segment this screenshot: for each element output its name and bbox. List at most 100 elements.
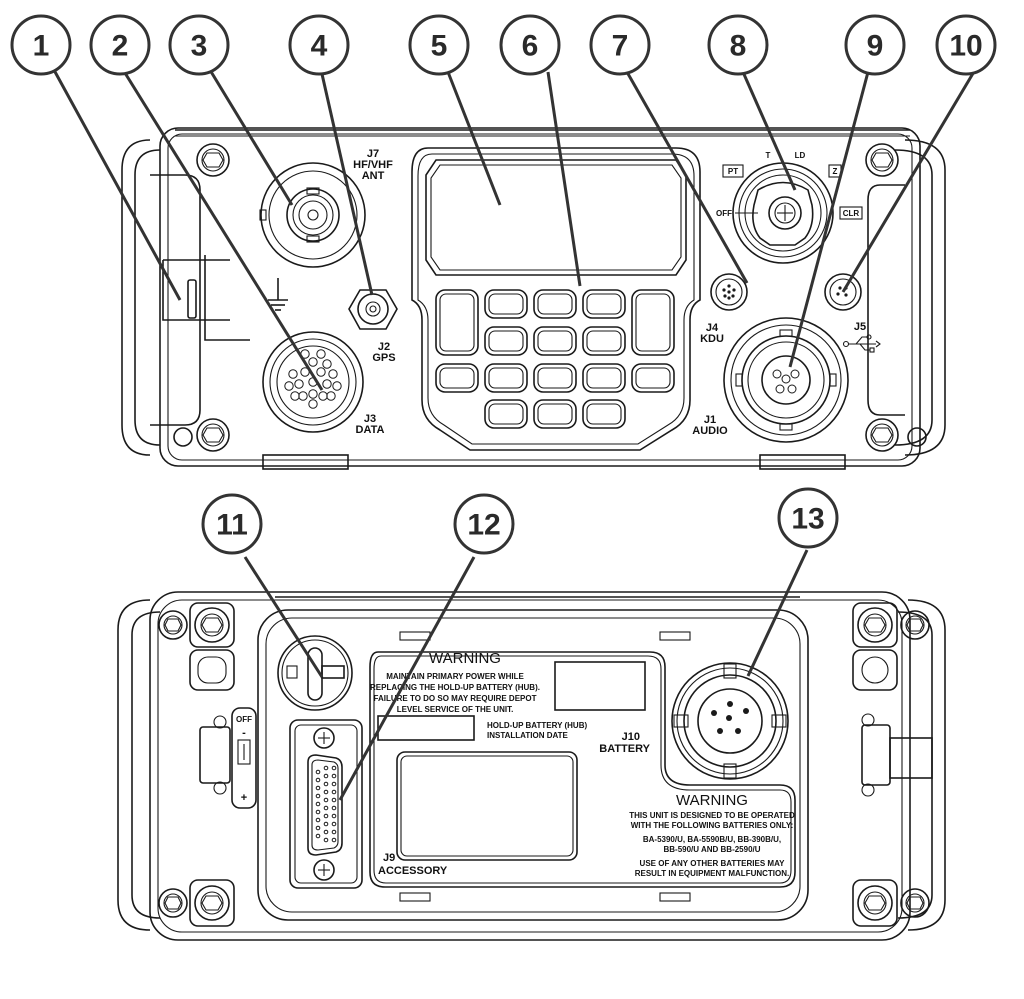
j9-pin — [315, 769, 321, 775]
hub-date-box[interactable] — [377, 715, 475, 741]
svg-text:1: 1 — [33, 30, 50, 63]
switch-position-pt: PT — [722, 164, 744, 178]
j4-name-label: KDU — [700, 333, 724, 345]
j9-accessory-connector[interactable] — [289, 719, 363, 889]
latch-off-label: OFF — [236, 715, 252, 724]
j9-pin — [315, 777, 321, 783]
keypad-button[interactable] — [533, 326, 577, 356]
j3-data-connector[interactable] — [262, 331, 364, 433]
keypad-button[interactable] — [582, 326, 626, 356]
keypad-button[interactable] — [484, 399, 528, 429]
keypad-button[interactable] — [631, 289, 675, 356]
j5-usb-connector[interactable] — [824, 273, 862, 311]
j3-pin — [328, 369, 338, 379]
j9-name-label: ACCESSORY — [378, 865, 448, 877]
j9-pin — [331, 789, 337, 795]
ground-icon — [268, 278, 288, 311]
j1-audio-connector[interactable] — [723, 317, 849, 443]
front-panel: J7 HF/VHF ANT J2 GPS J3 DATA — [121, 127, 946, 470]
keypad-button[interactable] — [435, 289, 479, 356]
j9-pin — [315, 793, 321, 799]
keypad-button[interactable] — [582, 289, 626, 319]
svg-text:7: 7 — [612, 30, 629, 63]
display-keypad-bezel — [411, 147, 701, 451]
rear-panel: OFF - + J9 — [117, 591, 946, 941]
rear-body — [149, 591, 911, 941]
j2-id-label: J2 — [378, 341, 390, 353]
keypad-button[interactable] — [533, 363, 577, 393]
screw-bottom-right — [865, 418, 899, 452]
j3-pin — [298, 391, 308, 401]
j9-pin — [331, 821, 337, 827]
svg-text:5: 5 — [431, 30, 448, 63]
keypad-button[interactable] — [582, 399, 626, 429]
keypad-button[interactable] — [484, 363, 528, 393]
j1-id-label: J1 — [704, 414, 716, 426]
top-warning-heading: WARNING — [429, 650, 501, 667]
j3-id-label: J3 — [364, 413, 376, 425]
top-warning-line-4: LEVEL SERVICE OF THE UNIT. — [397, 705, 514, 714]
j10-battery-connector[interactable] — [671, 662, 789, 780]
keypad-button[interactable] — [484, 289, 528, 319]
j9-pin — [315, 817, 321, 823]
top-warning-line-3: FAILURE TO DO SO MAY REQUIRE DEPOT — [374, 694, 537, 703]
j9-pin — [315, 833, 321, 839]
rear-screws-top-left — [158, 602, 235, 691]
label-plate — [369, 651, 796, 888]
j9-pin — [323, 765, 329, 771]
j9-pin — [331, 805, 337, 811]
j3-pin — [308, 399, 318, 409]
j4-kdu-connector[interactable] — [710, 273, 748, 311]
keypad-button[interactable] — [533, 399, 577, 429]
bottom-warning-line-3: BA-5390/U, BA-5590B/U, BB-390B/U, — [643, 835, 781, 844]
j9-pin — [315, 809, 321, 815]
function-switch[interactable] — [732, 162, 834, 264]
j3-pin — [316, 367, 326, 377]
j9-pin — [315, 801, 321, 807]
latch-minus-label: - — [242, 727, 246, 739]
j3-pin — [284, 381, 294, 391]
j10-id-label: J10 — [622, 731, 640, 743]
j9-pin — [331, 829, 337, 835]
j9-pin — [315, 785, 321, 791]
j9-pin — [331, 765, 337, 771]
side-battery-latch[interactable] — [199, 707, 257, 809]
j9-pin — [323, 829, 329, 835]
svg-text:2: 2 — [112, 30, 129, 63]
right-side-latch — [861, 713, 933, 797]
svg-text:Z: Z — [833, 167, 838, 176]
latch-item-1[interactable] — [162, 255, 250, 341]
j9-pin — [315, 825, 321, 831]
callout-12: 12 — [453, 493, 515, 555]
callout-7: 7 — [589, 14, 651, 76]
keypad[interactable] — [435, 289, 675, 429]
j2-gps-connector[interactable] — [348, 289, 398, 330]
keypad-button[interactable] — [582, 363, 626, 393]
svg-text:PT: PT — [728, 167, 738, 176]
switch-position-t: T — [766, 151, 771, 160]
j9-pin — [323, 821, 329, 827]
label-blank-area — [396, 751, 578, 861]
j7-name-label-2: ANT — [362, 170, 385, 182]
j3-pin — [318, 391, 328, 401]
j7-antenna-connector[interactable] — [259, 162, 366, 268]
j5-id-label: J5 — [854, 321, 866, 333]
leader-4 — [320, 73, 374, 296]
callout-10: 10 — [935, 14, 997, 76]
hub-battery-cover[interactable] — [277, 635, 353, 711]
j3-name-label: DATA — [356, 424, 385, 436]
j9-pin — [323, 773, 329, 779]
keypad-button[interactable] — [484, 326, 528, 356]
j4-id-label: J4 — [706, 322, 719, 334]
leader-13 — [746, 549, 809, 677]
keypad-button[interactable] — [435, 363, 479, 393]
callout-13: 13 — [777, 487, 839, 549]
callout-9: 9 — [844, 14, 906, 76]
leader-12 — [338, 556, 476, 801]
keypad-button[interactable] — [631, 363, 675, 393]
keypad-button[interactable] — [533, 289, 577, 319]
bottom-warning-line-5: USE OF ANY OTHER BATTERIES MAY — [640, 859, 786, 868]
j1-name-label: AUDIO — [692, 425, 728, 437]
j3-pin — [290, 391, 300, 401]
svg-text:9: 9 — [867, 30, 884, 63]
